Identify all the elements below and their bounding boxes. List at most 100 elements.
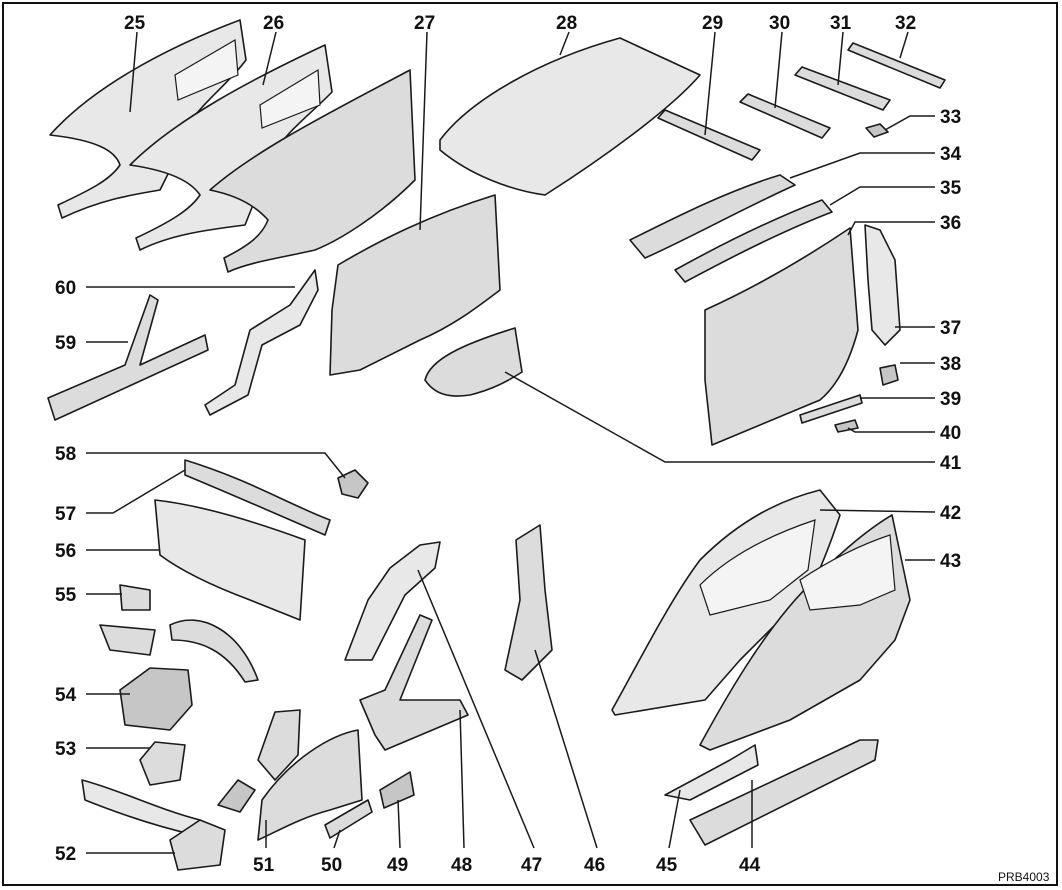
- part-41-wheelhouse: [424, 327, 523, 397]
- part-27-side-outer-panel: [209, 69, 416, 273]
- part-44-side-sill: [689, 739, 879, 846]
- callout-36: 36: [940, 213, 961, 234]
- part-36-inner-quarter-panel: [704, 227, 859, 446]
- callout-45: 45: [656, 855, 678, 876]
- callouts-layer: 25 26 27 28 29 30 31 32 33 34 35 36 37 3…: [55, 13, 1050, 884]
- callout-50: 50: [321, 855, 342, 876]
- leader-32: [899, 31, 909, 59]
- callout-37: 37: [940, 318, 961, 339]
- callout-29: 29: [702, 13, 723, 34]
- callout-55: 55: [55, 585, 77, 606]
- callout-30: 30: [769, 13, 790, 34]
- part-56-dash-panel: [154, 499, 306, 621]
- leader-25: [129, 31, 138, 113]
- callout-31: 31: [830, 13, 852, 34]
- callout-40: 40: [940, 423, 961, 444]
- figure-code: PRB4003: [998, 870, 1050, 884]
- callout-34: 34: [940, 144, 962, 165]
- leader-36: [847, 221, 935, 236]
- part-58-bracket: [337, 469, 369, 499]
- callout-39: 39: [940, 389, 961, 410]
- part-57-cowl-top: [184, 459, 331, 536]
- callout-54: 54: [55, 685, 77, 706]
- leader-26: [262, 31, 277, 86]
- leader-40: [847, 427, 935, 433]
- leader-29: [704, 31, 716, 136]
- part-39-reinforcement: [799, 394, 863, 424]
- part-31-roof-bow: [794, 66, 891, 111]
- part-42-window: [699, 519, 816, 616]
- part-40-bracket: [834, 419, 859, 433]
- callout-51: 51: [253, 855, 275, 876]
- callout-53: 53: [55, 739, 76, 760]
- part-51-fender-apron: [257, 729, 363, 841]
- part-30-roof-bow: [739, 93, 831, 139]
- part-26-window: [259, 68, 321, 129]
- leader-58: [86, 452, 346, 479]
- callout-44: 44: [739, 855, 761, 876]
- part-34-roof-side-rail: [629, 174, 796, 259]
- part-52-apron: [169, 819, 226, 871]
- leader-45: [668, 789, 681, 849]
- leader-41: [504, 371, 935, 463]
- callout-27: 27: [414, 13, 435, 34]
- part-53-bracket: [139, 741, 186, 786]
- callout-57: 57: [55, 504, 76, 525]
- part-32-roof-bow: [847, 42, 946, 89]
- part-59-sill-and-pillar: [47, 294, 209, 421]
- callout-47: 47: [521, 855, 542, 876]
- callout-26: 26: [263, 13, 284, 34]
- leaders-layer: [86, 31, 936, 854]
- leader-35: [829, 186, 935, 206]
- callout-33: 33: [940, 107, 961, 128]
- part-35-roof-side-rail: [674, 199, 833, 283]
- part-43-window: [799, 534, 896, 611]
- leader-50: [333, 829, 341, 849]
- part-38-bracket: [879, 364, 899, 386]
- callout-56: 56: [55, 541, 76, 562]
- callout-59: 59: [55, 333, 76, 354]
- part-55-dash-lower-right: [99, 624, 156, 656]
- parts-layer: [47, 19, 946, 871]
- leader-27: [419, 31, 428, 231]
- part-27-inner-frame: [329, 194, 501, 376]
- callout-41: 41: [940, 453, 962, 474]
- callout-60: 60: [55, 278, 76, 299]
- leader-47: [417, 569, 535, 849]
- leader-28: [559, 31, 570, 56]
- leader-57: [86, 469, 186, 514]
- leader-49: [397, 799, 401, 849]
- callout-46: 46: [584, 855, 605, 876]
- part-60-inner-pillar: [204, 269, 319, 416]
- callout-58: 58: [55, 444, 76, 465]
- part-45-sill-extension: [664, 744, 759, 801]
- leader-42: [819, 509, 936, 513]
- part-29-roof-bow: [657, 109, 761, 161]
- part-47-pillar-reinforcement: [344, 541, 441, 661]
- part-25-window: [174, 39, 239, 101]
- part-48-b-pillar: [359, 614, 469, 751]
- part-52-front-crossmember: [81, 779, 201, 836]
- part-37-d-pillar: [864, 224, 901, 346]
- part-51-fender-apron-upper: [257, 709, 301, 781]
- leader-46: [534, 649, 598, 849]
- callout-42: 42: [940, 503, 961, 524]
- callout-28: 28: [556, 13, 577, 34]
- callout-48: 48: [451, 855, 472, 876]
- leader-30: [774, 31, 783, 109]
- leader-33: [884, 115, 935, 131]
- leader-31: [837, 31, 844, 86]
- leader-34: [789, 152, 935, 179]
- callout-52: 52: [55, 844, 76, 865]
- callout-43: 43: [940, 551, 961, 572]
- part-51-small-bracket: [217, 779, 256, 813]
- part-46-pillar-inner: [504, 524, 553, 681]
- callout-25: 25: [124, 13, 146, 34]
- part-33-bracket: [865, 123, 889, 138]
- part-28-roof-panel: [439, 37, 701, 196]
- part-50-reinforcement: [324, 799, 373, 839]
- part-55-dash-lower-left: [119, 584, 151, 611]
- part-55-floor-reinforcement: [169, 619, 259, 683]
- callout-35: 35: [940, 178, 962, 199]
